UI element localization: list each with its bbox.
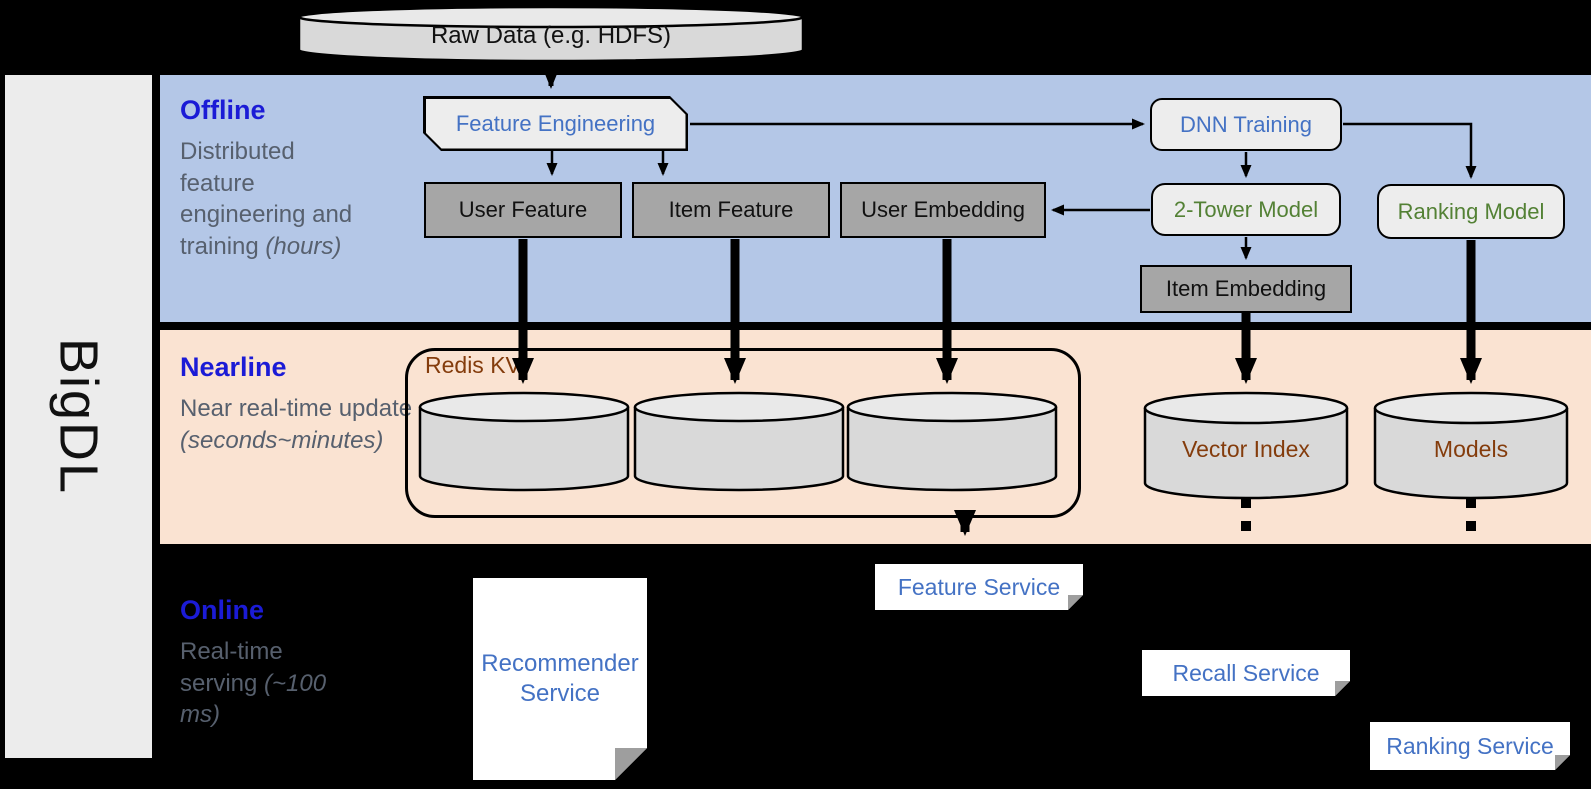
recall-service-label: Recall Service (1172, 659, 1320, 686)
user-embedding-label: User Embedding (861, 197, 1025, 222)
node-item-feature: Item Feature (632, 182, 830, 238)
raw-data-label: Raw Data (e.g. HDFS) (430, 22, 672, 49)
ranking-service-label: Ranking Service (1386, 732, 1554, 759)
two-tower-model-label: 2-Tower Model (1173, 196, 1319, 222)
cylinder-redis-1-shape (418, 391, 630, 492)
nearline-title: Nearline (180, 352, 287, 382)
offline-zone-label: Offline Distributed feature engineering … (180, 95, 420, 263)
dnn-training-label: DNN Training (1179, 111, 1313, 137)
redis-kv-label: Redis KV (425, 352, 521, 378)
feature-service-label: Feature Service (897, 573, 1061, 600)
nearline-description: Near real-time update (seconds~minutes) (180, 393, 420, 456)
node-user-feature: User Feature (424, 182, 622, 238)
recommender-service-label: Recommender Service (481, 650, 639, 707)
node-recall-service: Recall Service (1142, 650, 1350, 696)
node-user-embedding: User Embedding (840, 182, 1046, 238)
item-embedding-label: Item Embedding (1165, 276, 1327, 301)
offline-description: Distributed feature engineering and trai… (180, 136, 358, 263)
online-description: Real-time serving (~100 ms) (180, 636, 330, 731)
online-title: Online (180, 595, 265, 625)
cylinder-vector-index-shape (1143, 391, 1349, 500)
node-ranking-model: Ranking Model (1377, 184, 1565, 239)
cylinder-vector-index: Vector Index (1143, 390, 1349, 502)
node-dnn-training: DNN Training (1150, 98, 1342, 151)
node-recommender-service: Recommender Service (473, 578, 647, 780)
cylinder-redis-2-shape (633, 391, 845, 492)
models-label: Models (1433, 436, 1509, 462)
nearline-desc-text: Near real-time update (180, 395, 413, 422)
recommender-service-fold-corner-icon (615, 748, 647, 780)
feature-engineering-label: Feature Engineering (426, 99, 686, 149)
cylinder-redis-3-shape (846, 391, 1058, 492)
recall-service-fold-corner-icon (1335, 681, 1350, 696)
user-feature-label: User Feature (458, 197, 588, 222)
online-zone-label: Online Real-time serving (~100 ms) (180, 595, 400, 731)
node-two-tower-model: 2-Tower Model (1151, 183, 1341, 236)
ranking-service-fold-corner-icon (1555, 755, 1570, 770)
feature-service-fold-corner-icon (1068, 595, 1083, 610)
cylinder-redis-2 (633, 390, 845, 494)
cylinder-redis-3 (846, 390, 1058, 494)
cylinder-redis-1 (418, 390, 630, 494)
cylinder-raw-data-shape (297, 5, 805, 63)
cylinder-models: Models (1373, 390, 1569, 502)
online-desc-italic: (~100 ms) (180, 669, 327, 729)
node-ranking-service: Ranking Service (1370, 722, 1570, 770)
sidebar-bigdl: BigDL (5, 75, 152, 758)
node-item-embedding: Item Embedding (1140, 265, 1352, 313)
bigdl-logo-text: BigDL (48, 337, 109, 496)
item-feature-label: Item Feature (668, 197, 794, 222)
nearline-zone-label: Nearline Near real-time update (seconds~… (180, 352, 430, 456)
offline-title: Offline (180, 95, 266, 125)
offline-desc-text: Distributed feature engineering and trai… (180, 138, 353, 261)
vector-index-label: Vector Index (1182, 436, 1310, 462)
nearline-desc-italic: (seconds~minutes) (180, 426, 384, 454)
online-desc-text: Real-time serving (180, 638, 283, 697)
cylinder-raw-data: Raw Data (e.g. HDFS) (297, 4, 805, 64)
redis-kv-container (405, 348, 1081, 518)
node-feature-engineering: Feature Engineering (423, 96, 688, 151)
ranking-model-label: Ranking Model (1397, 198, 1545, 224)
node-feature-service: Feature Service (875, 564, 1083, 610)
offline-desc-italic: (hours) (265, 233, 342, 261)
cylinder-models-shape (1373, 391, 1569, 500)
